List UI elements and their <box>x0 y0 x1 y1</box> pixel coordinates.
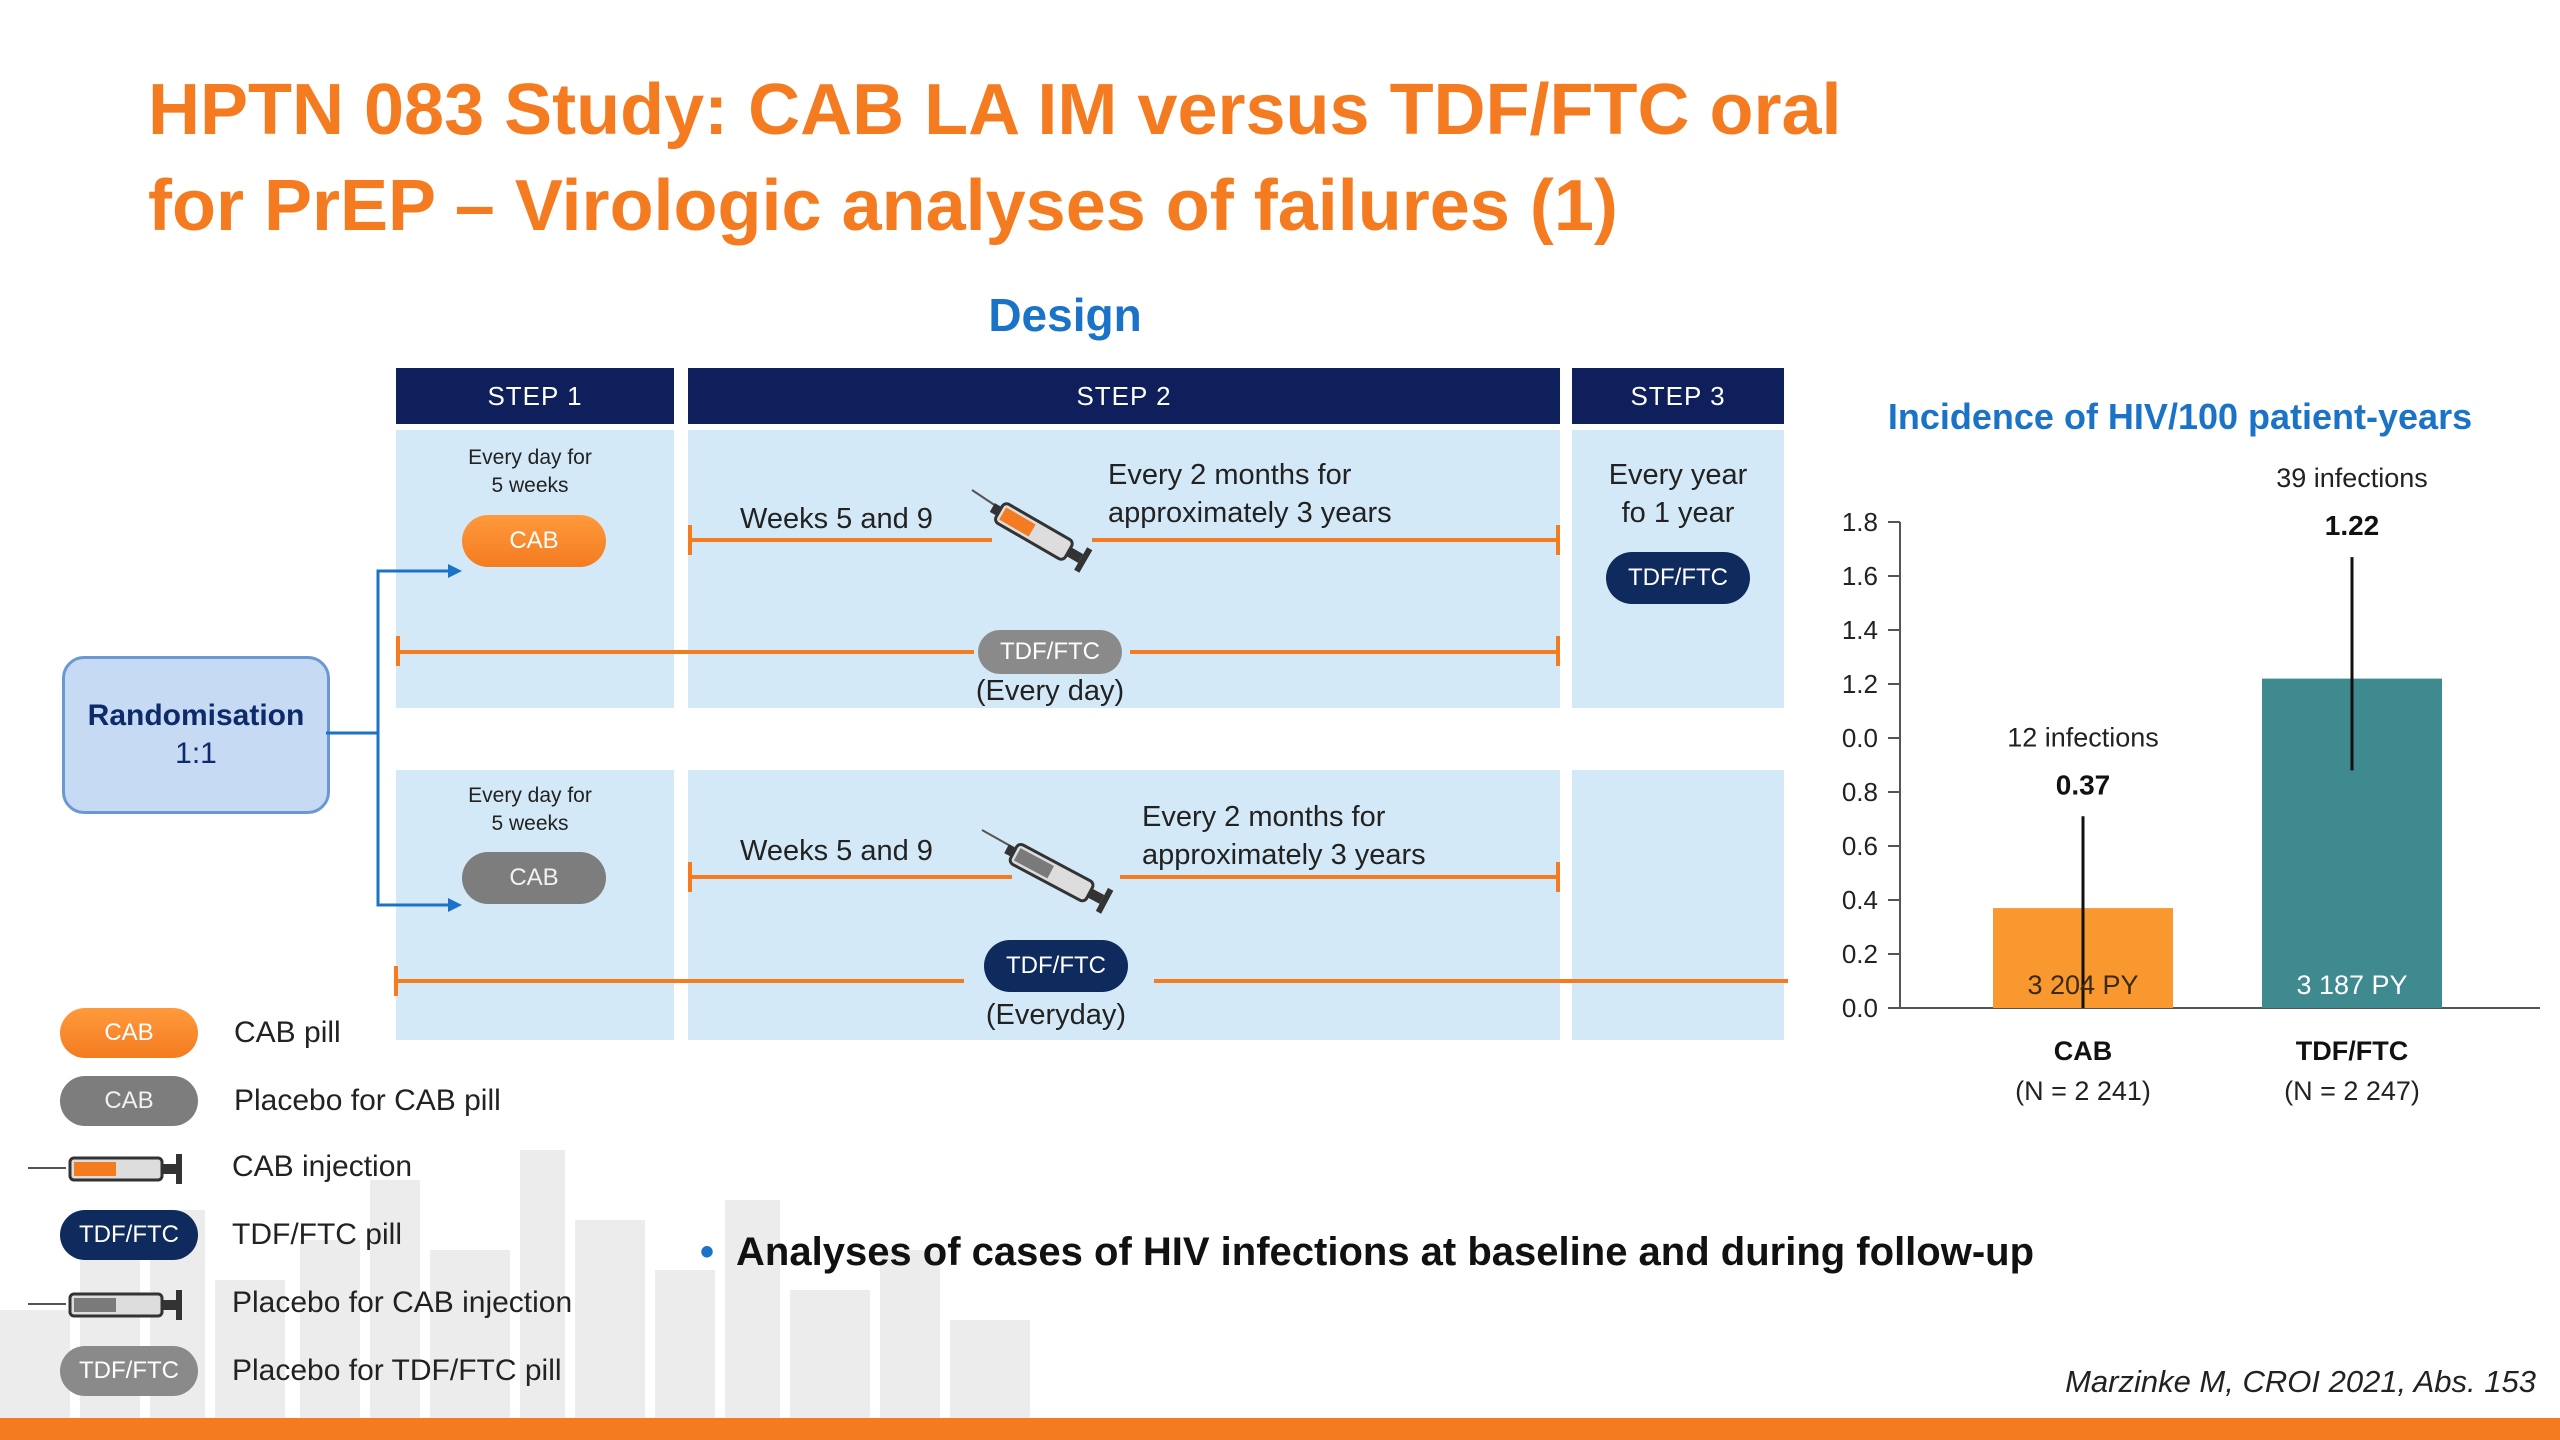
arm2-step3-panel <box>1572 770 1784 1040</box>
citation: Marzinke M, CROI 2021, Abs. 153 <box>2065 1364 2536 1399</box>
arm1-step3-text-line2: fo 1 year <box>1621 497 1735 529</box>
step-1-header: STEP 1 <box>396 368 674 424</box>
y-tick-label: 1.8 <box>1842 507 1878 537</box>
arm1-step1-panel <box>396 430 674 708</box>
page-title: HPTN 083 Study: CAB LA IM versus TDF/FTC… <box>148 62 2148 254</box>
y-tick-label: 0.6 <box>1842 831 1878 861</box>
legend-orange-pill-icon: CAB <box>60 1008 198 1058</box>
arm2-daily-text: (Everyday) <box>985 999 1127 1031</box>
arm2-every-text-line1: Every 2 months for <box>1142 801 1386 833</box>
y-tick-label: 0.4 <box>1842 885 1878 915</box>
x-category-sublabel: (N = 2 247) <box>2284 1076 2420 1106</box>
arm2-injection-end-tick <box>1556 862 1560 892</box>
arm2-injection-line-right <box>1120 875 1558 879</box>
legend-label-placebo-tdf-pill: Placebo for TDF/FTC pill <box>232 1354 562 1387</box>
incidence-bar-chart: 0.0 0.2 0.4 0.6 0.8 0.0 1.2 1.4 1.6 1.8 3 204 PY 0.… <box>1842 463 2540 1106</box>
arm1-every-text-line2: approximately 3 years <box>1108 497 1392 529</box>
arm1-step1-text-line2: 5 weeks <box>491 474 569 497</box>
legend: CAB CAB pill CAB Placebo for CAB pill CA… <box>20 1000 660 1400</box>
arm1-daily-line-right <box>1130 650 1558 654</box>
bar-py-label: 3 187 PY <box>2296 970 2407 1000</box>
step-3-header: STEP 3 <box>1572 368 1784 424</box>
arm2-step1-text: Every day for 5 weeks <box>430 782 630 838</box>
title-line-1: HPTN 083 Study: CAB LA IM versus TDF/FTC… <box>148 70 1842 150</box>
y-tick-label: 0.0 <box>1842 993 1878 1023</box>
randomisation-ratio: 1:1 <box>175 737 217 770</box>
step-2-header: STEP 2 <box>688 368 1560 424</box>
x-category-sublabel: (N = 2 241) <box>2015 1076 2151 1106</box>
legend-label-tdf-pill: TDF/FTC pill <box>232 1218 402 1251</box>
arm2-daily-line-right <box>1154 979 1788 983</box>
arm1-placebo-tdf-pill: TDF/FTC <box>978 630 1122 674</box>
bar-infection-label: 12 infections <box>2007 722 2159 752</box>
arm2-weeks-text: Weeks 5 and 9 <box>740 835 933 867</box>
y-tick-label: 0.0 <box>1842 723 1878 753</box>
legend-navy-pill-icon: TDF/FTC <box>60 1210 198 1260</box>
chart-title: Incidence of HIV/100 patient-years <box>1887 396 2473 437</box>
placebo-injection-syringe-icon <box>981 829 1114 914</box>
arm1-step3-text: Every year fo 1 year <box>1572 456 1784 532</box>
arm2-placebo-cab-pill: CAB <box>462 852 606 904</box>
legend-grey-pill-icon: CAB <box>60 1076 198 1126</box>
arm1-daily-end-tick <box>1556 636 1560 666</box>
randomisation-arrows <box>326 564 462 912</box>
arm2-step2-panel <box>688 770 1560 1040</box>
arm1-weeks-text: Weeks 5 and 9 <box>740 503 933 535</box>
y-tick-label: 0.8 <box>1842 777 1878 807</box>
y-tick-label: 0.2 <box>1842 939 1878 969</box>
arm2-daily-line-left <box>396 979 964 983</box>
legend-label-placebo-injection: Placebo for CAB injection <box>232 1286 573 1319</box>
y-tick-label: 1.6 <box>1842 561 1878 591</box>
legend-orange-syringe-icon <box>28 1154 182 1184</box>
arm1-step1-text-line1: Every day for <box>468 446 592 469</box>
bottom-accent-bar <box>0 1418 2560 1440</box>
y-tick-label: 1.2 <box>1842 669 1878 699</box>
arm1-injection-line-left <box>690 538 992 542</box>
cab-injection-syringe-icon <box>971 489 1093 573</box>
randomisation-label: Randomisation <box>87 699 305 732</box>
x-category-label: CAB <box>2054 1036 2113 1066</box>
design-label: Design <box>988 289 1142 341</box>
y-tick-label: 1.4 <box>1842 615 1878 645</box>
arm1-step1-text: Every day for 5 weeks <box>430 444 630 500</box>
arm1-daily-text: (Every day) <box>975 675 1125 707</box>
x-category-label: TDF/FTC <box>2296 1036 2408 1066</box>
arm1-every-text-line1: Every 2 months for <box>1108 459 1352 491</box>
legend-label-cab-pill: CAB pill <box>234 1016 341 1049</box>
arm2-step1-text-line1: Every day for <box>468 784 592 807</box>
arm1-cab-pill: CAB <box>462 515 606 567</box>
bar-infection-label: 39 infections <box>2276 463 2428 493</box>
arm2-every-text-line2: approximately 3 years <box>1142 839 1426 871</box>
bullet-point: • Analyses of cases of HIV infections at … <box>700 1230 2034 1275</box>
arm1-injection-line-right <box>1092 538 1558 542</box>
arm1-daily-line-left <box>398 650 974 654</box>
legend-grey-syringe-icon <box>28 1290 182 1320</box>
arm2-tdf-pill: TDF/FTC <box>984 940 1128 992</box>
arm1-step2-panel <box>688 430 1560 708</box>
legend-grey-tdf-pill-icon: TDF/FTC <box>60 1346 198 1396</box>
arm1-step3-tdf-pill: TDF/FTC <box>1606 552 1750 604</box>
legend-label-cab-injection: CAB injection <box>232 1150 413 1183</box>
bar-value-label: 0.37 <box>2056 769 2111 800</box>
arm2-injection-line-left <box>690 875 1012 879</box>
legend-label-placebo-cab-pill: Placebo for CAB pill <box>234 1084 501 1117</box>
skyline-background <box>0 1150 1030 1420</box>
arm1-every-text: Every 2 months for approximately 3 years <box>1108 456 1392 532</box>
bullet-text: Analyses of cases of HIV infections at b… <box>736 1230 2035 1274</box>
arm2-step1-text-line2: 5 weeks <box>491 812 569 835</box>
bullet-icon: • <box>700 1230 715 1274</box>
bar-py-label: 3 204 PY <box>2027 970 2138 1000</box>
bar-value-label: 1.22 <box>2325 510 2380 541</box>
arm1-step3-text-line1: Every year <box>1608 459 1748 491</box>
randomisation-box: Randomisation 1:1 <box>62 656 330 814</box>
title-line-2: for PrEP – Virologic analyses of failure… <box>148 166 1618 246</box>
arm2-every-text: Every 2 months for approximately 3 years <box>1142 798 1426 874</box>
arm1-injection-end-tick <box>1556 525 1560 555</box>
